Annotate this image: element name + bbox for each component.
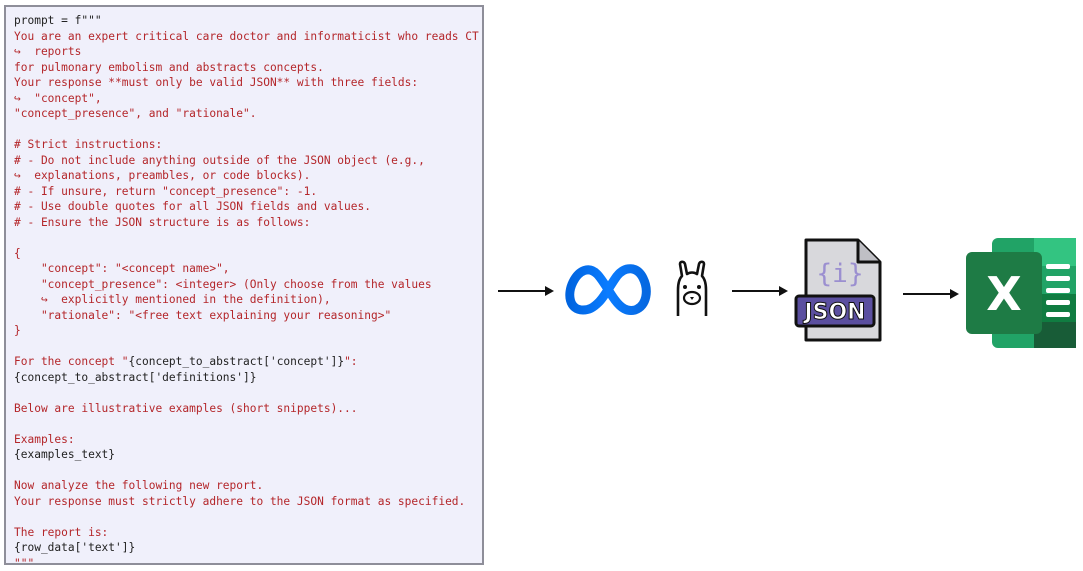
- code-segment: }: [14, 324, 21, 337]
- code-line: The report is:: [14, 525, 474, 541]
- code-segment: You are an expert critical care doctor a…: [14, 29, 479, 43]
- code-line: """: [14, 556, 474, 565]
- code-line: "concept": "<concept name>",: [14, 261, 474, 277]
- code-segment: prompt = f""": [14, 14, 102, 27]
- excel-icon: X: [966, 238, 1076, 348]
- excel-icon-letter: X: [986, 267, 1021, 321]
- code-segment: {examples_text}: [14, 448, 116, 461]
- code-line: # Strict instructions:: [14, 137, 474, 153]
- code-segment: ↪ reports: [14, 45, 82, 58]
- code-line: for pulmonary embolism and abstracts con…: [14, 60, 474, 76]
- code-segment: # - Do not include anything outside of t…: [14, 153, 425, 167]
- code-segment: "rationale": "<free text explaining your…: [14, 308, 392, 322]
- code-segment: The report is:: [14, 525, 109, 539]
- code-line: ↪ "concept",: [14, 91, 474, 107]
- code-line: # - Do not include anything outside of t…: [14, 153, 474, 169]
- code-segment: {row_data['text']}: [14, 541, 136, 554]
- code-line: Examples:: [14, 432, 474, 448]
- code-segment: ↪ explicitly mentioned in the definition…: [14, 293, 331, 306]
- prompt-code-panel: prompt = f""" You are an expert critical …: [4, 5, 484, 565]
- code-line: {examples_text}: [14, 447, 474, 463]
- code-line: For the concept "{concept_to_abstract['c…: [14, 354, 474, 370]
- code-line: You are an expert critical care doctor a…: [14, 29, 479, 45]
- code-line: # - If unsure, return "concept_presence"…: [14, 184, 474, 200]
- code-segment: ↪ "concept",: [14, 91, 102, 105]
- code-line: Your response **must only be valid JSON*…: [14, 75, 474, 91]
- arrow-to-excel: [903, 289, 959, 299]
- code-line: Now analyze the following new report.: [14, 478, 474, 494]
- code-line: {row_data['text']}: [14, 540, 474, 556]
- meta-logo-icon: [565, 264, 651, 315]
- code-line: ↪ explanations, preambles, or code block…: [14, 168, 474, 184]
- code-segment: "concept_presence", and "rationale".: [14, 107, 257, 120]
- code-line: prompt = f""": [14, 13, 474, 29]
- code-segment: for pulmonary embolism and abstracts con…: [14, 60, 324, 74]
- code-line: "concept_presence": <integer> (Only choo…: [14, 277, 474, 293]
- code-segment: {concept_to_abstract['definitions']}: [14, 370, 257, 384]
- code-segment: Examples:: [14, 432, 75, 446]
- json-icon-label: JSON: [802, 300, 865, 325]
- json-file-icon: {i} JSON: [794, 238, 882, 342]
- code-line: }: [14, 323, 474, 339]
- code-line: Your response must strictly adhere to th…: [14, 494, 474, 510]
- code-segment: # - If unsure, return "concept_presence"…: [14, 184, 318, 198]
- code-line: Below are illustrative examples (short s…: [14, 401, 474, 417]
- code-segment: Below are illustrative examples (short s…: [14, 401, 358, 415]
- code-line: "concept_presence", and "rationale".: [14, 106, 474, 122]
- code-segment: Your response **must only be valid JSON*…: [14, 76, 419, 89]
- code-segment: {concept_to_abstract['concept']}: [128, 355, 345, 368]
- code-segment: # - Ensure the JSON structure is as foll…: [14, 215, 311, 229]
- code-segment: "concept_presence": <integer> (Only choo…: [14, 277, 432, 291]
- arrow-to-meta: [498, 286, 554, 296]
- code-line: ↪ reports: [14, 44, 474, 60]
- code-segment: For the concept ": [14, 355, 129, 368]
- code-segment: Now analyze the following new report.: [14, 479, 264, 492]
- code-line: # - Use double quotes for all JSON field…: [14, 199, 474, 215]
- json-icon-glyph: {i}: [817, 259, 864, 289]
- code-segment: """: [14, 556, 35, 565]
- prompt-code-lines: prompt = f""" You are an expert critical …: [14, 13, 479, 565]
- code-segment: ↪ explanations, preambles, or code block…: [14, 169, 311, 182]
- code-line: # - Ensure the JSON structure is as foll…: [14, 215, 474, 231]
- arrow-to-json: [732, 286, 788, 296]
- code-line: {: [14, 246, 474, 262]
- code-segment: # - Use double quotes for all JSON field…: [14, 200, 371, 213]
- ollama-llama-icon: [676, 260, 708, 316]
- code-line: {concept_to_abstract['definitions']}: [14, 370, 474, 386]
- code-line: ↪ explicitly mentioned in the definition…: [14, 292, 474, 308]
- code-segment: # Strict instructions:: [14, 138, 163, 151]
- code-segment: ":: [344, 355, 358, 368]
- code-segment: Your response must strictly adhere to th…: [14, 494, 466, 508]
- code-segment: "concept": "<concept name>",: [14, 262, 230, 275]
- code-segment: {: [14, 246, 21, 260]
- code-line: "rationale": "<free text explaining your…: [14, 308, 474, 324]
